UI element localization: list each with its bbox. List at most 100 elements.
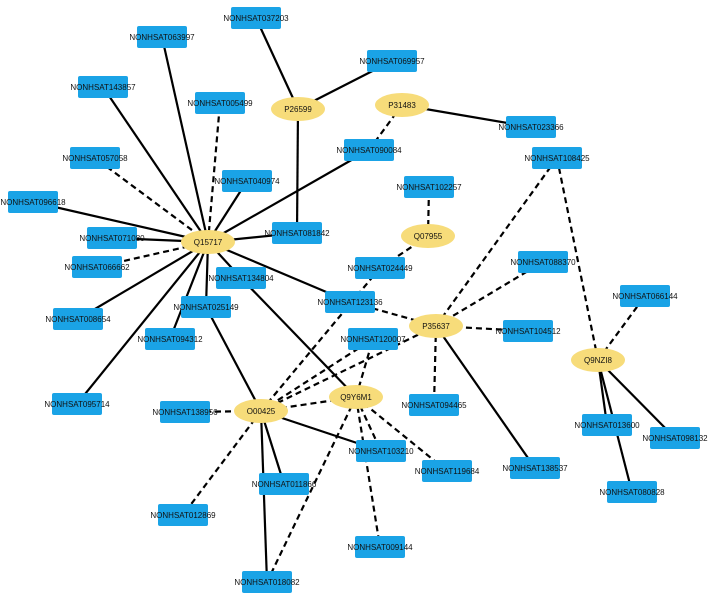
lnc-node-shape — [422, 460, 472, 482]
node-NONHSAT081842[interactable]: NONHSAT081842 — [264, 222, 330, 244]
lnc-node-shape — [160, 401, 210, 423]
node-label: Q9NZI8 — [584, 356, 613, 365]
edge-Q9NZI8-NONHSAT108425 — [555, 157, 600, 361]
node-NONHSAT138537[interactable]: NONHSAT138537 — [502, 457, 568, 479]
edge-P35637-NONHSAT094465 — [432, 325, 438, 406]
lnc-node-shape — [222, 170, 272, 192]
node-label: NONHSAT040974 — [214, 177, 280, 186]
node-P35637[interactable]: P35637 — [409, 314, 463, 338]
node-label: NONHSAT094312 — [137, 335, 203, 344]
lnc-node-shape — [650, 427, 700, 449]
node-NONHSAT024449[interactable]: NONHSAT024449 — [347, 257, 413, 279]
lnc-node-shape — [582, 414, 632, 436]
node-NONHSAT009144[interactable]: NONHSAT009144 — [347, 536, 413, 558]
node-label: NONHSAT103210 — [348, 447, 414, 456]
node-NONHSAT103210[interactable]: NONHSAT103210 — [348, 440, 414, 462]
node-NONHSAT138956[interactable]: NONHSAT138956 — [152, 401, 218, 423]
node-NONHSAT066144[interactable]: NONHSAT066144 — [612, 285, 678, 307]
node-label: Q15717 — [194, 238, 223, 247]
node-NONHSAT069957[interactable]: NONHSAT069957 — [359, 50, 425, 72]
lnc-node-shape — [532, 147, 582, 169]
edge-O00425-NONHSAT025149 — [205, 306, 262, 412]
node-NONHSAT057058[interactable]: NONHSAT057058 — [62, 147, 128, 169]
edge-P35637-NONHSAT108425 — [435, 157, 558, 327]
node-Q9Y6M1[interactable]: Q9Y6M1 — [329, 385, 383, 409]
lnc-node-shape — [404, 176, 454, 198]
node-NONHSAT011866[interactable]: NONHSAT011866 — [252, 473, 317, 495]
node-NONHSAT013600[interactable]: NONHSAT013600 — [574, 414, 640, 436]
protein-node-shape — [181, 230, 235, 254]
node-label: NONHSAT012869 — [150, 511, 216, 520]
node-NONHSAT080828[interactable]: NONHSAT080828 — [599, 481, 665, 503]
node-NONHSAT012869[interactable]: NONHSAT012869 — [150, 504, 216, 526]
node-NONHSAT025149[interactable]: NONHSAT025149 — [173, 296, 239, 318]
lnc-node-shape — [367, 50, 417, 72]
edge-Q15717-NONHSAT143857 — [102, 86, 209, 243]
edge-Q15717-NONHSAT095714 — [76, 241, 209, 405]
node-Q07955[interactable]: Q07955 — [401, 224, 455, 248]
node-label: NONHSAT071080 — [79, 234, 145, 243]
edge-Q15717-NONHSAT094312 — [168, 241, 210, 340]
edge-P26599-NONHSAT081842 — [295, 108, 300, 234]
node-NONHSAT071080[interactable]: NONHSAT071080 — [79, 227, 145, 249]
node-P31483[interactable]: P31483 — [375, 93, 429, 117]
edge-Q15717-NONHSAT090084 — [207, 149, 370, 243]
node-NONHSAT123136[interactable]: NONHSAT123136 — [317, 291, 383, 313]
node-Q15717[interactable]: Q15717 — [181, 230, 235, 254]
node-NONHSAT018082[interactable]: NONHSAT018082 — [234, 571, 300, 593]
node-NONHSAT119684[interactable]: NONHSAT119684 — [415, 460, 480, 482]
node-NONHSAT023366[interactable]: NONHSAT023366 — [498, 116, 564, 138]
node-NONHSAT120007[interactable]: NONHSAT120007 — [340, 328, 406, 350]
node-label: NONHSAT024449 — [347, 264, 413, 273]
edge-Q15717-NONHSAT008654 — [77, 241, 209, 320]
node-label: NONHSAT134804 — [208, 274, 274, 283]
node-NONHSAT108425[interactable]: NONHSAT108425 — [524, 147, 590, 169]
node-NONHSAT104512[interactable]: NONHSAT104512 — [495, 320, 561, 342]
protein-node-shape — [271, 97, 325, 121]
lnc-node-shape — [325, 291, 375, 313]
protein-node-shape — [401, 224, 455, 248]
node-NONHSAT063997[interactable]: NONHSAT063997 — [129, 26, 195, 48]
node-NONHSAT088370[interactable]: NONHSAT088370 — [510, 251, 576, 273]
node-label: NONHSAT057058 — [62, 154, 128, 163]
node-label: P31483 — [388, 101, 416, 110]
edge-P26599-NONHSAT037203 — [255, 17, 299, 110]
protein-node-shape — [375, 93, 429, 117]
node-label: Q07955 — [414, 232, 443, 241]
node-NONHSAT040974[interactable]: NONHSAT040974 — [214, 170, 280, 192]
node-label: NONHSAT102257 — [396, 183, 462, 192]
node-NONHSAT090084[interactable]: NONHSAT090084 — [336, 139, 402, 161]
edge-O00425-NONHSAT012869 — [182, 410, 262, 516]
node-label: NONHSAT005499 — [187, 99, 253, 108]
node-P26599[interactable]: P26599 — [271, 97, 325, 121]
lnc-node-shape — [409, 394, 459, 416]
lnc-node-shape — [231, 7, 281, 29]
node-NONHSAT037203[interactable]: NONHSAT037203 — [223, 7, 289, 29]
node-NONHSAT066662[interactable]: NONHSAT066662 — [64, 256, 130, 278]
node-NONHSAT143857[interactable]: NONHSAT143857 — [70, 76, 136, 98]
lnc-node-shape — [607, 481, 657, 503]
node-NONHSAT098132[interactable]: NONHSAT098132 — [642, 427, 708, 449]
node-NONHSAT095714[interactable]: NONHSAT095714 — [44, 393, 110, 415]
node-Q9NZI8[interactable]: Q9NZI8 — [571, 348, 625, 372]
node-NONHSAT005499[interactable]: NONHSAT005499 — [187, 92, 253, 114]
node-NONHSAT094312[interactable]: NONHSAT094312 — [137, 328, 203, 350]
node-NONHSAT094465[interactable]: NONHSAT094465 — [401, 394, 467, 416]
node-label: NONHSAT143857 — [70, 83, 136, 92]
node-O00425[interactable]: O00425 — [234, 399, 288, 423]
edge-Q9Y6M1-NONHSAT009144 — [354, 396, 382, 548]
node-label: NONHSAT090084 — [336, 146, 402, 155]
edge-Q9NZI8-NONHSAT098132 — [597, 359, 676, 439]
node-label: NONHSAT096618 — [0, 198, 66, 207]
node-NONHSAT102257[interactable]: NONHSAT102257 — [396, 176, 462, 198]
node-NONHSAT096618[interactable]: NONHSAT096618 — [0, 191, 66, 213]
lnc-node-shape — [195, 92, 245, 114]
node-NONHSAT134804[interactable]: NONHSAT134804 — [208, 267, 274, 289]
node-label: NONHSAT063997 — [129, 33, 195, 42]
edge-Q15717-NONHSAT096618 — [32, 200, 209, 244]
lnc-node-shape — [181, 296, 231, 318]
protein-node-shape — [234, 399, 288, 423]
lnc-node-shape — [145, 328, 195, 350]
node-NONHSAT008654[interactable]: NONHSAT008654 — [45, 308, 111, 330]
